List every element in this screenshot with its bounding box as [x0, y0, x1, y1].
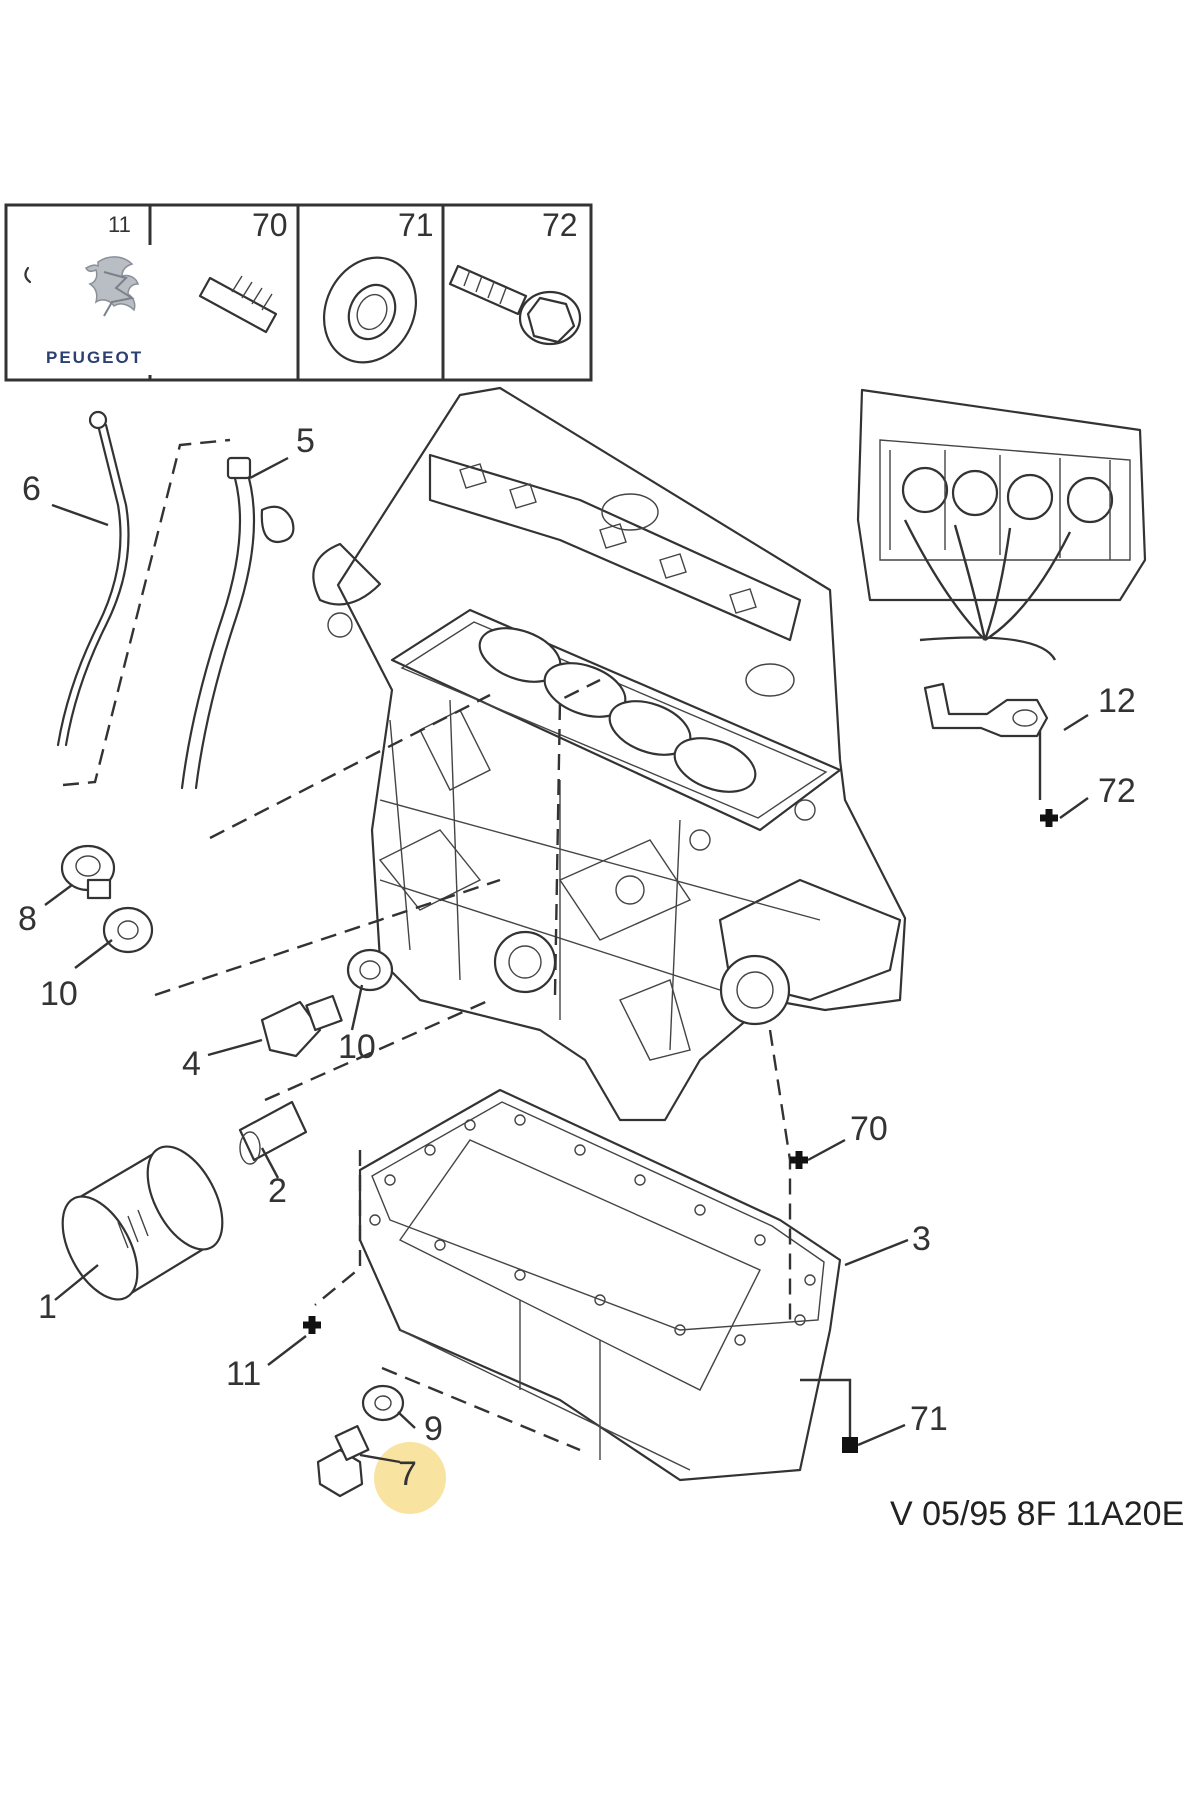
callout-72: 72 — [1098, 772, 1136, 810]
legend-11-stud-fragment — [24, 266, 32, 284]
legend-seal-71 — [322, 256, 418, 364]
legend-ref-70: 70 — [252, 207, 288, 243]
reference-code: V 05/95 8F 11A20E — [890, 1495, 1184, 1533]
oil-pan — [358, 1088, 842, 1482]
fastener-markers — [303, 809, 1058, 1453]
oil-filter — [61, 1145, 224, 1301]
callout-10-left: 10 — [40, 975, 78, 1013]
callout-3: 3 — [912, 1220, 931, 1258]
washer-10-left — [102, 906, 154, 954]
main-bearing-inset — [856, 388, 1147, 738]
callout-5: 5 — [296, 422, 315, 460]
legend-box: 11 70 71 72 PEUGEOT — [4, 203, 593, 382]
peugeot-logo: PEUGEOT — [30, 245, 210, 375]
callout-9: 9 — [424, 1410, 443, 1448]
plug-8 — [60, 844, 116, 900]
callout-70: 70 — [850, 1110, 888, 1148]
callout-8: 8 — [18, 900, 37, 938]
drain-plug-washer — [361, 1384, 405, 1422]
callout-7: 7 — [398, 1455, 417, 1493]
callout-11: 11 — [226, 1355, 261, 1393]
callout-10-right: 10 — [338, 1028, 376, 1066]
legend-stud-70 — [198, 275, 278, 334]
callout-1: 1 — [38, 1288, 57, 1326]
engine-block — [312, 386, 907, 1122]
leader-lines — [44, 456, 1089, 1464]
callout-71: 71 — [910, 1400, 948, 1438]
oil-pressure-sensor — [260, 994, 343, 1058]
callout-4: 4 — [182, 1045, 201, 1083]
dipstick — [56, 423, 122, 747]
legend-bolt-72 — [448, 264, 582, 346]
callout-6: 6 — [22, 470, 41, 508]
callout-12: 12 — [1098, 682, 1136, 720]
legend-ref-11: 11 — [108, 212, 131, 237]
dipstick-guide-tube — [180, 466, 242, 790]
callout-2: 2 — [268, 1172, 287, 1210]
legend-ref-71: 71 — [398, 207, 434, 243]
washer-10-right — [346, 948, 394, 992]
assembly-guide-lines — [62, 438, 1042, 1452]
filter-adapter — [238, 1100, 308, 1165]
callout-numbers: 1 2 3 4 5 6 7 8 9 10 10 11 12 70 71 72 — [18, 422, 1136, 1493]
brand-name: PEUGEOT — [46, 348, 143, 367]
legend-ref-72: 72 — [542, 207, 578, 243]
